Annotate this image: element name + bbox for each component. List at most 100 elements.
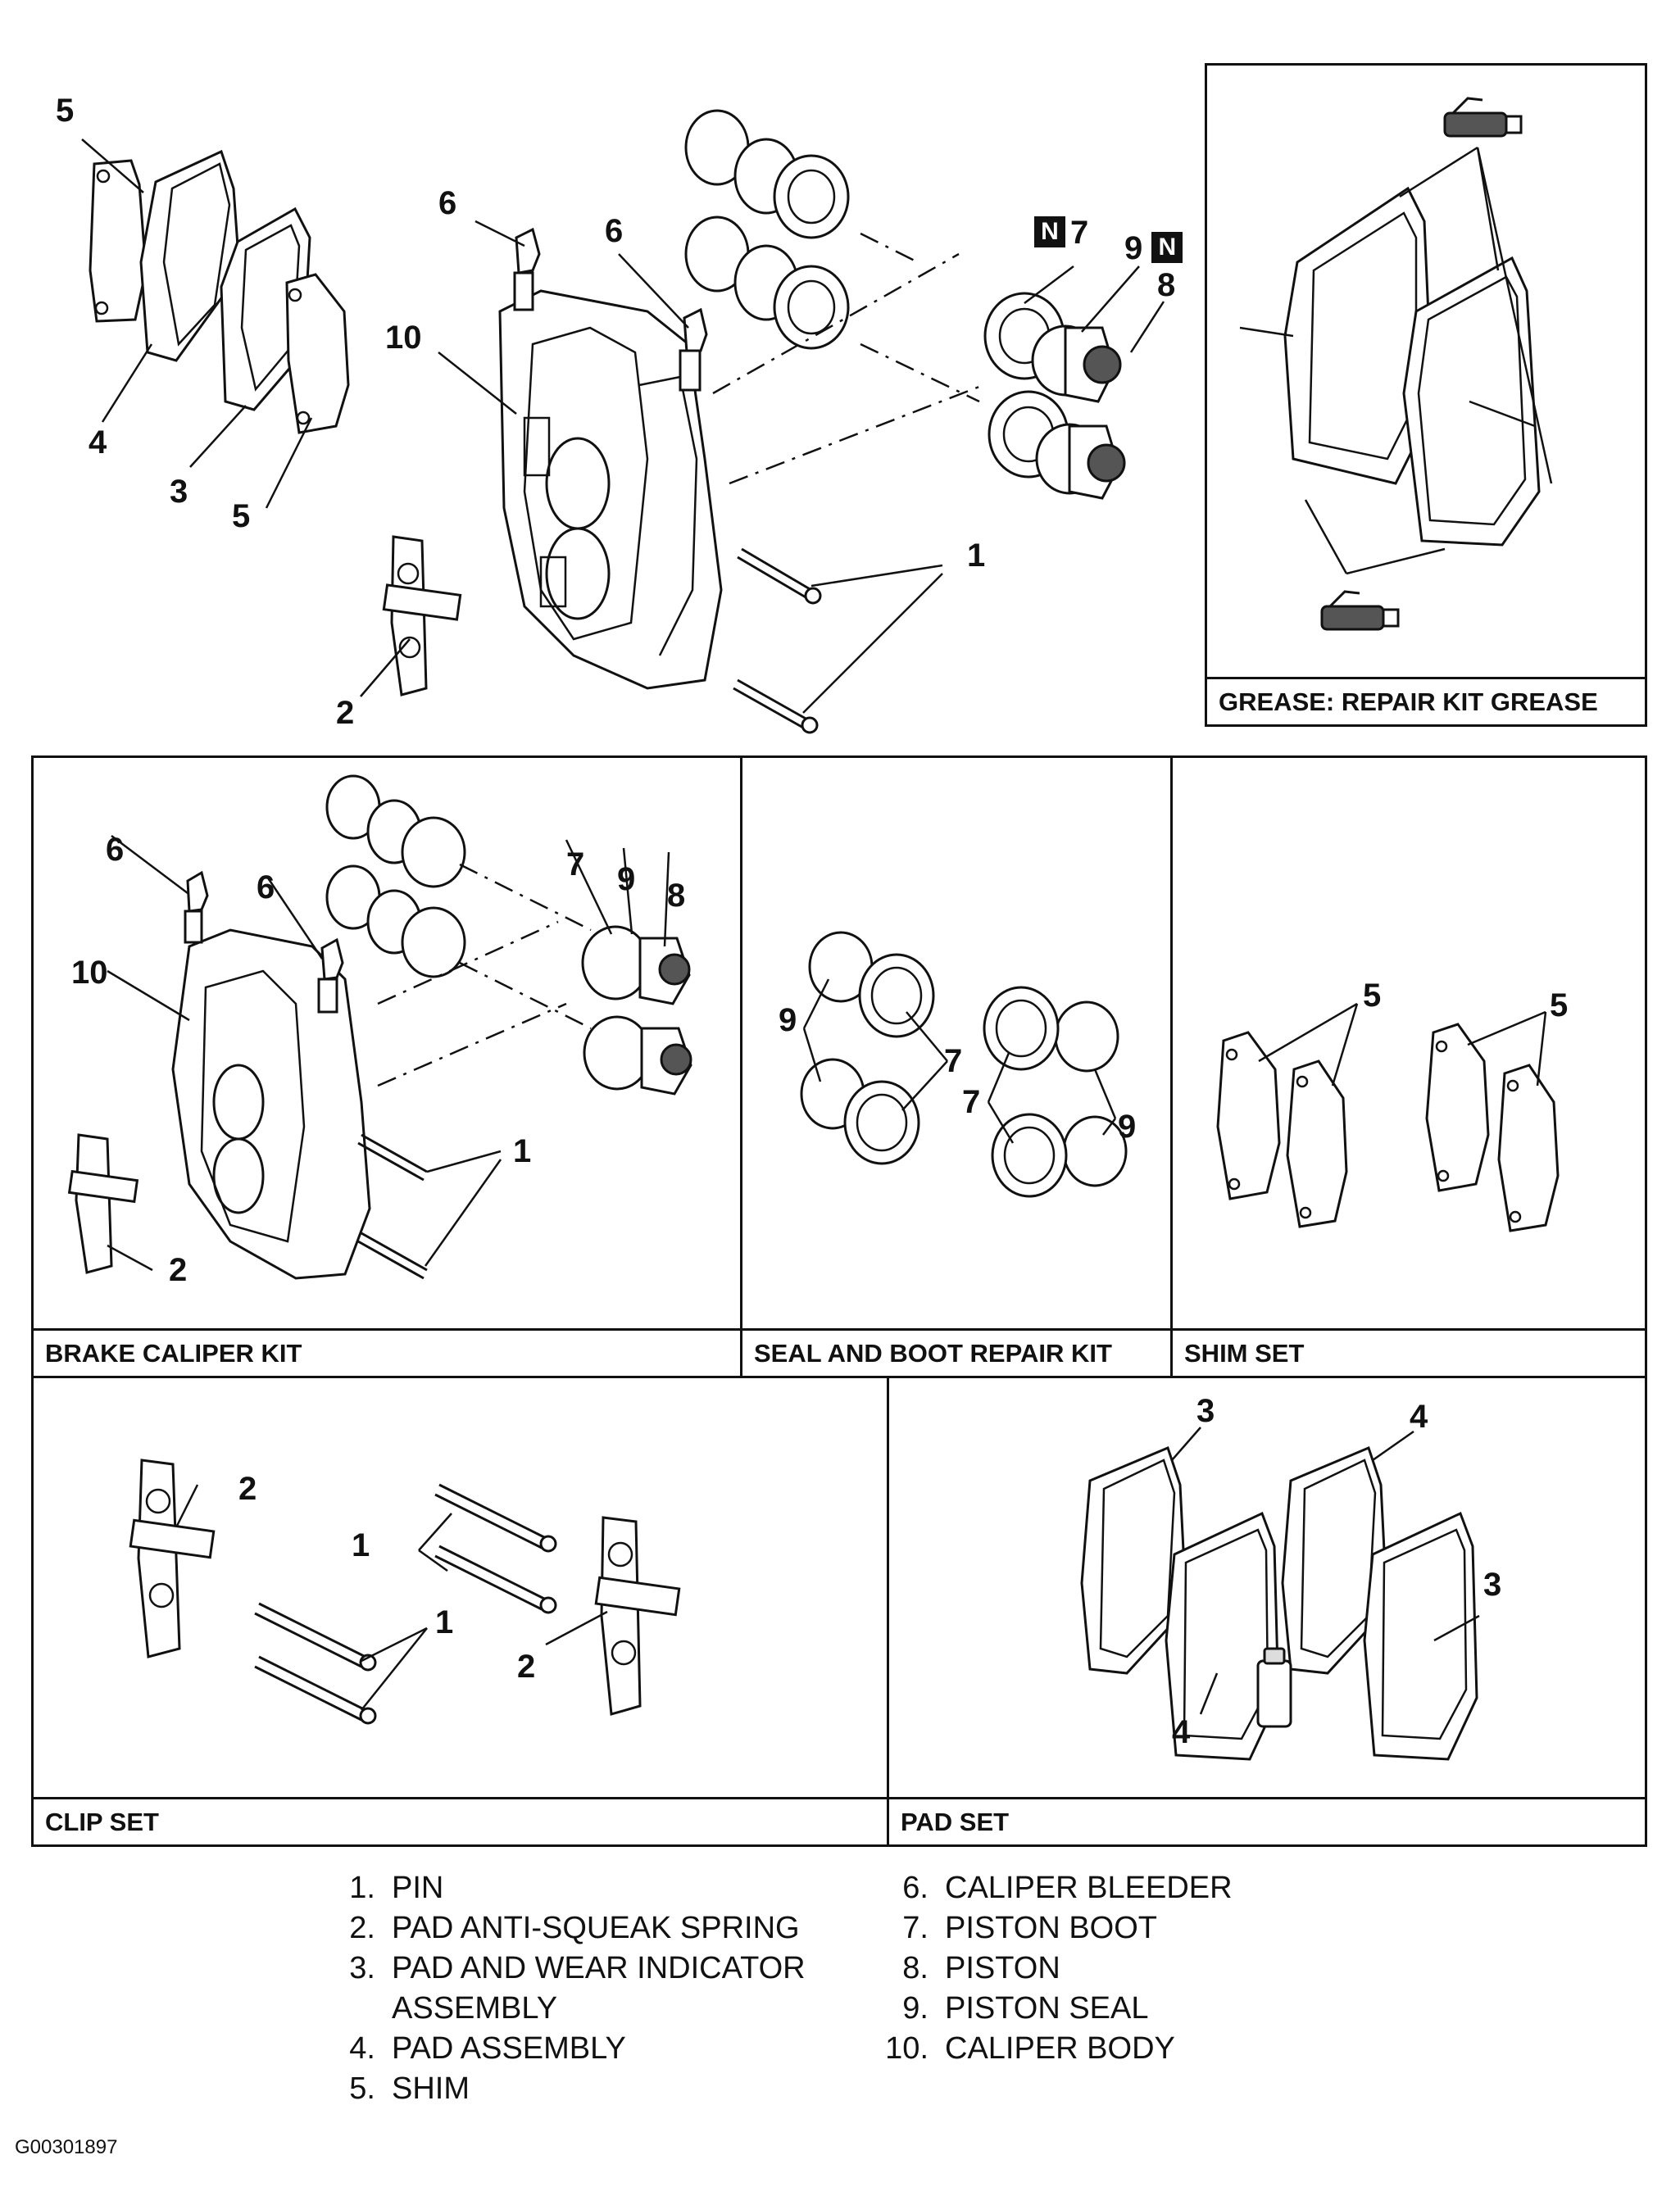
grease-bottle-icon <box>1256 1647 1292 1728</box>
clip-set-drawing <box>129 1459 681 1725</box>
pins-drawing <box>254 1483 557 1725</box>
callout-5-top: 5 <box>56 93 75 129</box>
callout-4-bottom: 4 <box>1172 1714 1191 1750</box>
panel-pad-set: 3 4 3 4 PAD SET <box>887 1376 1647 1847</box>
callout-9-left: 9 <box>779 1002 797 1038</box>
bleeder-drawing <box>184 870 344 1014</box>
callout-1-top: 1 <box>352 1527 370 1563</box>
new-part-badge: N <box>1151 232 1183 263</box>
callout-1-bottom: 1 <box>435 1604 454 1640</box>
callout-10: 10 <box>71 955 108 991</box>
seal-boot-kit-drawing <box>800 931 1128 1198</box>
callout-2-left: 2 <box>238 1471 257 1507</box>
callout-3-right: 3 <box>1483 1567 1502 1603</box>
piston-right-upper-drawing <box>983 292 1122 403</box>
pins-drawing <box>357 1133 428 1280</box>
legend-item: 9.PISTON SEAL <box>902 1991 1149 2026</box>
shim-drawing <box>1216 1023 1560 1232</box>
callout-7-right: 7 <box>962 1084 981 1120</box>
legend-item: 7.PISTON BOOT <box>902 1911 1158 1945</box>
piston-set-upper-drawing <box>684 109 850 350</box>
grease-tube-icon <box>1320 590 1400 631</box>
callout-8: 8 <box>667 878 686 914</box>
callout-7: 7 <box>566 846 585 882</box>
panel-seal-boot-kit: 9 7 7 9 SEAL AND BOOT REPAIR KIT <box>740 755 1173 1378</box>
callout-7-left: 7 <box>944 1043 963 1079</box>
callout-6-right: 6 <box>605 213 624 249</box>
legend-item-continued: ASSEMBLY <box>392 1991 558 2026</box>
piston-right-lower-drawing <box>988 390 1126 500</box>
callout-6-right: 6 <box>257 869 275 905</box>
panel-clip-set: 2 1 1 2 CLIP SET <box>31 1376 889 1847</box>
inner-shim-drawing <box>285 273 350 434</box>
bleeder-right-drawing <box>679 307 708 392</box>
panel-caption-shim-set: SHIM SET <box>1173 1328 1645 1376</box>
callout-3-top: 3 <box>1196 1393 1215 1429</box>
grease-diagram <box>1239 97 1553 631</box>
callout-6-left: 6 <box>438 185 457 221</box>
legend-item: 4.PAD ASSEMBLY <box>349 2031 626 2066</box>
legend-item: 5.SHIM <box>349 2071 470 2106</box>
callout-4: 4 <box>89 424 107 461</box>
callout-3: 3 <box>170 474 188 510</box>
pad-set-drawing <box>1080 1427 1480 1761</box>
bleeder-left-drawing <box>513 227 541 311</box>
caliper-body-drawing <box>498 289 723 690</box>
panel-caption-grease: GREASE: REPAIR KIT GREASE <box>1207 677 1645 724</box>
panel-brake-caliper-kit: 6 6 10 7 9 8 1 2 BRAKE CALIPER KIT <box>31 755 742 1378</box>
pin-upper-drawing <box>737 547 822 605</box>
panel-caption-seal-boot-kit: SEAL AND BOOT REPAIR KIT <box>742 1328 1170 1376</box>
piston-boot-drawing <box>843 953 1068 1198</box>
callout-5-left: 5 <box>1363 978 1382 1014</box>
callout-9-right: 9 <box>1118 1109 1137 1145</box>
anti-squeak-spring-drawing <box>594 1516 681 1716</box>
anti-squeak-spring-drawing <box>129 1459 216 1658</box>
callout-1: 1 <box>513 1133 532 1169</box>
anti-squeak-spring-drawing <box>382 535 462 696</box>
callout-2: 2 <box>336 695 355 731</box>
callout-5-right: 5 <box>1550 987 1569 1023</box>
grease-tube-icon <box>1443 97 1523 138</box>
legend-item: 1.PIN <box>349 1871 444 1905</box>
panel-grease: GREASE: REPAIR KIT GREASE <box>1205 63 1647 727</box>
shim-set-drawing <box>1216 1002 1560 1232</box>
callout-4-top: 4 <box>1410 1399 1428 1435</box>
caliper-body-drawing <box>171 928 371 1280</box>
piston-set-drawing <box>325 774 692 1096</box>
callout-5-bottom: 5 <box>232 498 251 534</box>
callout-6-left: 6 <box>106 832 125 868</box>
callout-2: 2 <box>169 1252 188 1288</box>
legend-item: 2.PAD ANTI-SQUEAK SPRING <box>349 1911 800 1945</box>
callout-9: 9 <box>617 861 636 897</box>
callout-2-right: 2 <box>517 1649 536 1685</box>
legend-item: 8.PISTON <box>902 1951 1060 1985</box>
callout-9: 9 <box>1124 230 1143 266</box>
outer-shim-drawing <box>89 159 148 323</box>
pad-assembly-drawing <box>139 149 239 362</box>
anti-squeak-spring-drawing <box>67 1133 139 1274</box>
callout-9-new: 9 N <box>1124 232 1187 265</box>
figure-id: G00301897 <box>15 2136 118 2158</box>
brake-caliper-kit-drawing <box>67 774 692 1280</box>
legend-item: 3.PAD AND WEAR INDICATOR <box>349 1951 806 1985</box>
legend-right: 6.CALIPER BLEEDER 7.PISTON BOOT 8.PISTON… <box>873 1868 1233 2069</box>
seal-ring-drawing <box>800 931 1128 1187</box>
panel-caption-pad-set: PAD SET <box>889 1797 1645 1844</box>
pin-lower-drawing <box>733 678 819 734</box>
panel-caption-clip-set: CLIP SET <box>34 1797 887 1844</box>
callout-7: 7 <box>1070 215 1089 251</box>
callout-10: 10 <box>385 320 422 356</box>
callout-1: 1 <box>967 538 986 574</box>
panel-shim-set: 5 5 SHIM SET <box>1170 755 1647 1378</box>
exploded-assembly-drawing <box>81 109 1165 734</box>
pad-wear-indicator-drawing <box>1165 1511 1280 1761</box>
legend-item: 6.CALIPER BLEEDER <box>902 1871 1233 1905</box>
new-part-badge: N <box>1034 216 1065 247</box>
legend-item: 10.CALIPER BODY <box>885 2031 1175 2066</box>
panel-caption-brake-caliper-kit: BRAKE CALIPER KIT <box>34 1328 740 1376</box>
pad-wear-indicator-drawing <box>1363 1511 1478 1761</box>
legend-left: 1.PIN 2.PAD ANTI-SQUEAK SPRING 3.PAD AND… <box>320 1868 806 2109</box>
callout-8: 8 <box>1157 267 1176 303</box>
